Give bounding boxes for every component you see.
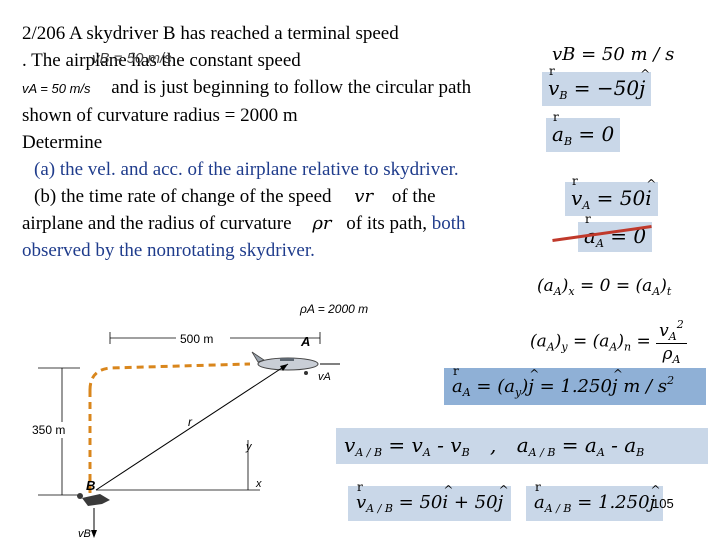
problem-line: observed by the nonrotating skydriver. bbox=[22, 240, 315, 261]
problem-line: vA = 50 m/s and is just beginning to fol… bbox=[22, 77, 472, 98]
rho-label: ρA = 2000 m bbox=[299, 302, 368, 316]
page-number: 105 bbox=[652, 496, 674, 511]
skydiver-diagram: ρA = 2000 m 500 m 350 m A vA r y x B vB bbox=[30, 302, 368, 540]
label-r: r bbox=[188, 415, 193, 429]
label-a: A bbox=[300, 334, 310, 349]
rho-symbol: ρr bbox=[312, 213, 332, 234]
flight-path bbox=[88, 362, 251, 391]
skydiver-icon bbox=[77, 493, 110, 506]
vr-symbol: vr bbox=[354, 186, 374, 207]
eq-vb-vec: vrB = −50j bbox=[542, 64, 652, 106]
dist-500-label: 500 m bbox=[180, 332, 213, 346]
dist-350-label: 350 m bbox=[32, 423, 65, 437]
problem-line: shown of curvature radius = 2000 m bbox=[22, 105, 298, 126]
eq-aay: (aA)y = (aA)n = vA2 ρA bbox=[530, 318, 687, 366]
problem-line: airplane and the radius of curvature ρr … bbox=[22, 213, 466, 234]
eq-aab: arA / B = 1.250j bbox=[526, 480, 664, 521]
label-va: vA bbox=[318, 371, 331, 383]
eq-aa-result: arA = (ay)j = 1.250j m / s2 bbox=[444, 364, 706, 405]
label-vb: vB bbox=[78, 528, 91, 540]
overlapping-speed-text: vB = 50 m/s bbox=[92, 50, 172, 67]
eq-va-vec: vrA = 50i bbox=[565, 174, 658, 216]
airplane-icon bbox=[251, 351, 319, 375]
problem-part-a: (a) the vel. and acc. of the airplane re… bbox=[34, 159, 459, 180]
eq-relative: vA / B = vA - vB , aA / B = aA - aB bbox=[336, 428, 708, 464]
label-x: x bbox=[255, 478, 262, 490]
eq-vab: vrA / B = 50i + 50j bbox=[348, 480, 512, 521]
problem-statement: 2/206 A skydriver B has reached a termin… bbox=[22, 20, 532, 264]
eq-aax: (aA)x = 0 = (aA)t bbox=[537, 276, 672, 298]
label-y: y bbox=[245, 441, 253, 453]
position-vector bbox=[95, 363, 289, 491]
problem-line: Determine bbox=[22, 132, 103, 153]
problem-part-b: (b) the time rate of change of the speed… bbox=[34, 186, 436, 207]
problem-line: 2/206 A skydriver B has reached a termin… bbox=[22, 23, 399, 44]
label-b: B bbox=[86, 478, 95, 493]
problem-line: . The airplane has the constant speed vB… bbox=[22, 47, 532, 74]
eq-vb-mag: vB = 50 m / s bbox=[552, 44, 675, 65]
va-inline: vA = 50 m/s bbox=[22, 81, 91, 96]
